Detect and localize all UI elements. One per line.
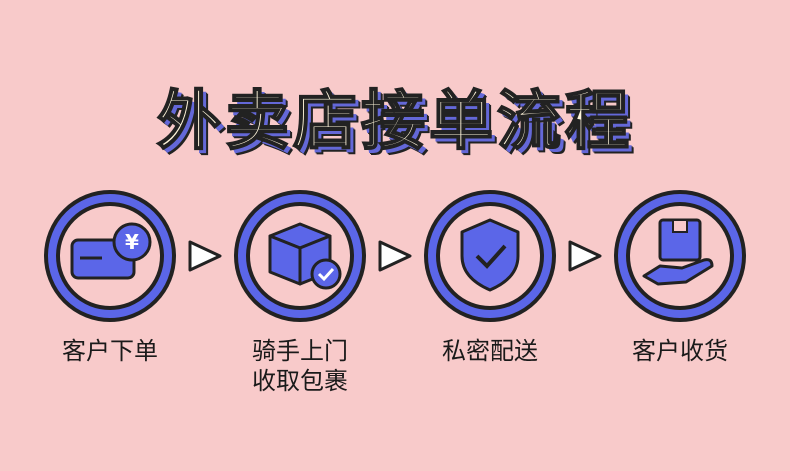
arrow-icon [566, 238, 606, 274]
shield-check-icon [424, 190, 556, 322]
step-label-order: 客户下单 [62, 337, 158, 365]
step-pickup-circle [230, 186, 370, 326]
step-label-delivery: 私密配送 [442, 337, 538, 365]
box-check-icon [234, 190, 366, 322]
step-delivery-circle [420, 186, 560, 326]
card-yuan-icon: ¥ [44, 190, 176, 322]
hand-package-icon [614, 190, 746, 322]
svg-text:¥: ¥ [125, 230, 139, 254]
step-order-circle: ¥ [40, 186, 180, 326]
step-label-receive: 客户收货 [632, 337, 728, 365]
step-label-pickup: 骑手上门 收取包裹 [252, 337, 348, 395]
arrow-icon [376, 238, 416, 274]
step-receive-circle [610, 186, 750, 326]
page-title: 外卖店接单流程 [156, 84, 633, 160]
arrow-icon [186, 238, 226, 274]
